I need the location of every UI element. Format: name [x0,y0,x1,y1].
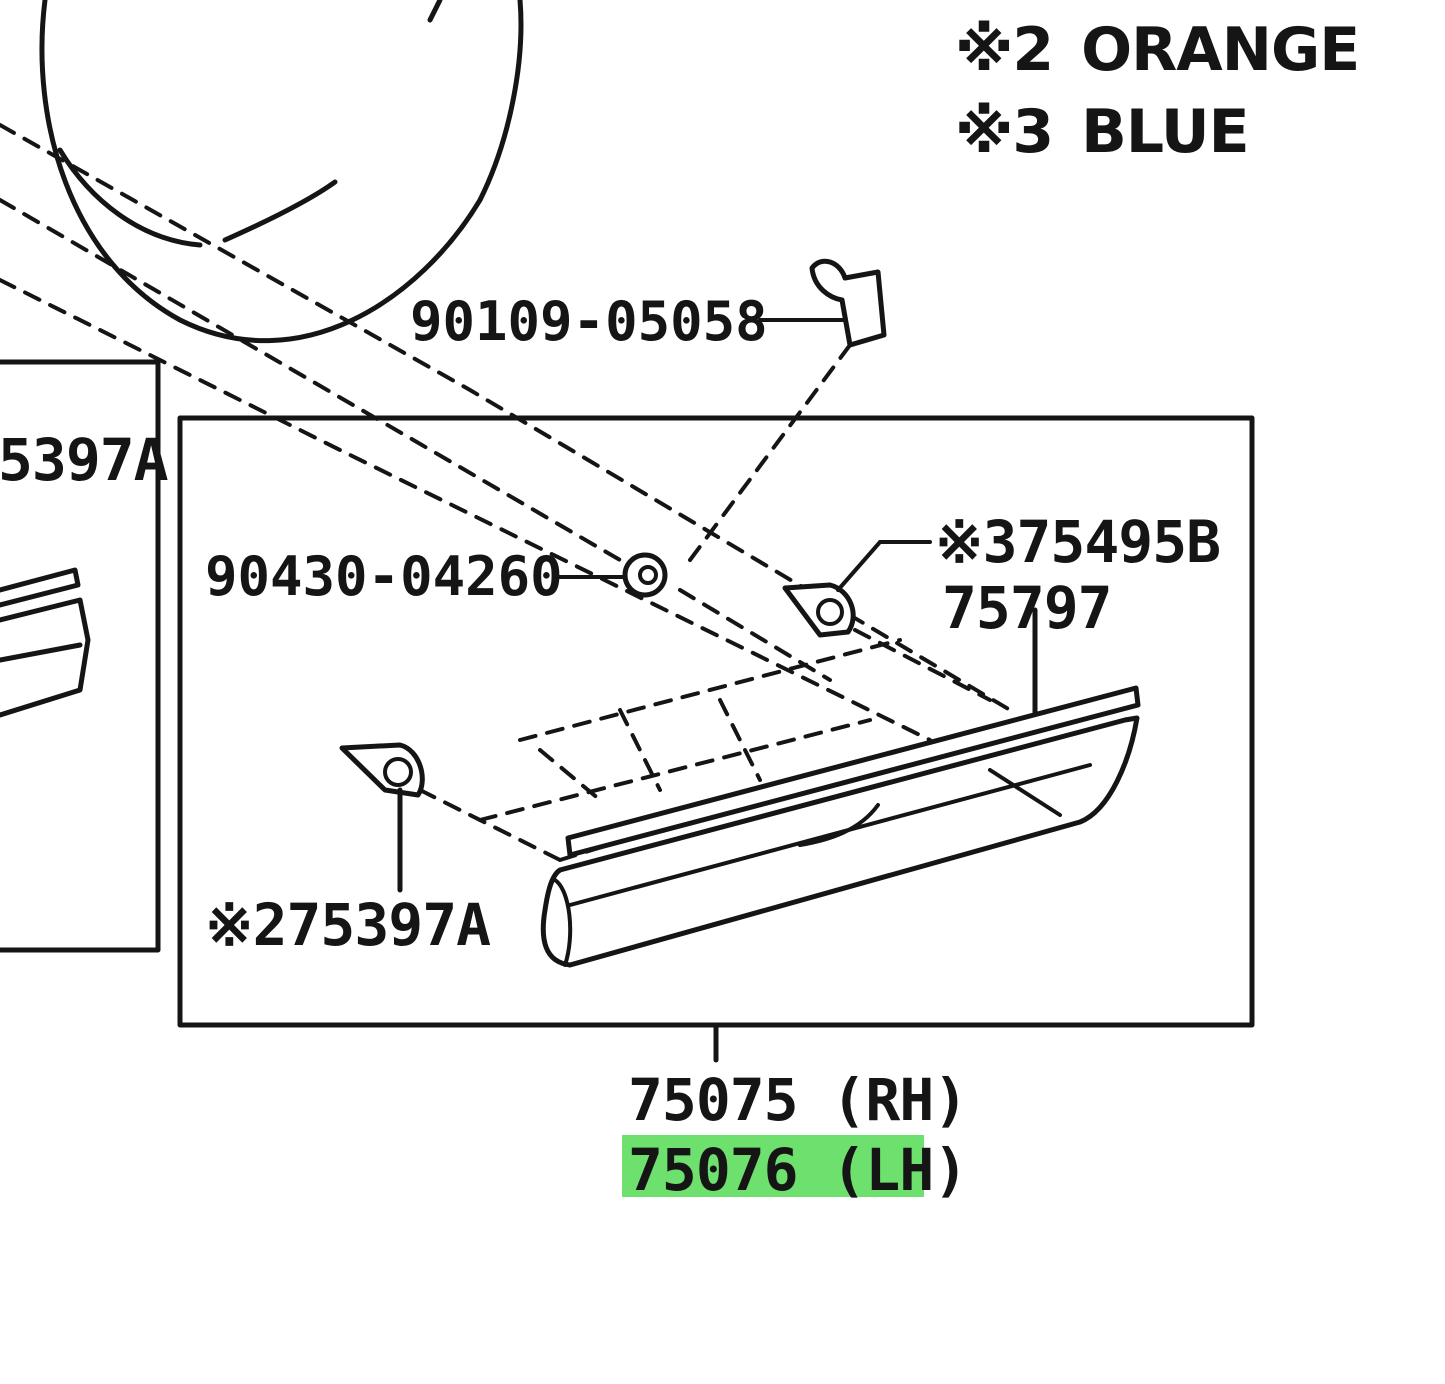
callout-90430-04260: 90430-04260 [205,545,563,608]
part-number-lh: 75076 (LH) [628,1136,967,1204]
part-number-rh: 75075 (RH) [628,1066,967,1134]
callout-375495b: ※375495B [935,508,1220,576]
callout-75797: 75797 [942,574,1112,642]
clip-left-icon [339,742,425,893]
side-molding-icon [540,607,1141,968]
callout-90109-05058: 90109-05058 [410,290,768,353]
callout-275397a: ※275397A [205,891,490,959]
callout-5397a: 5397A [0,426,168,494]
left-panel-box [0,359,161,953]
clip-right-icon [782,540,932,638]
clip-top-icon [758,258,887,348]
nut-icon [553,552,668,598]
lh-highlight [622,1135,924,1197]
